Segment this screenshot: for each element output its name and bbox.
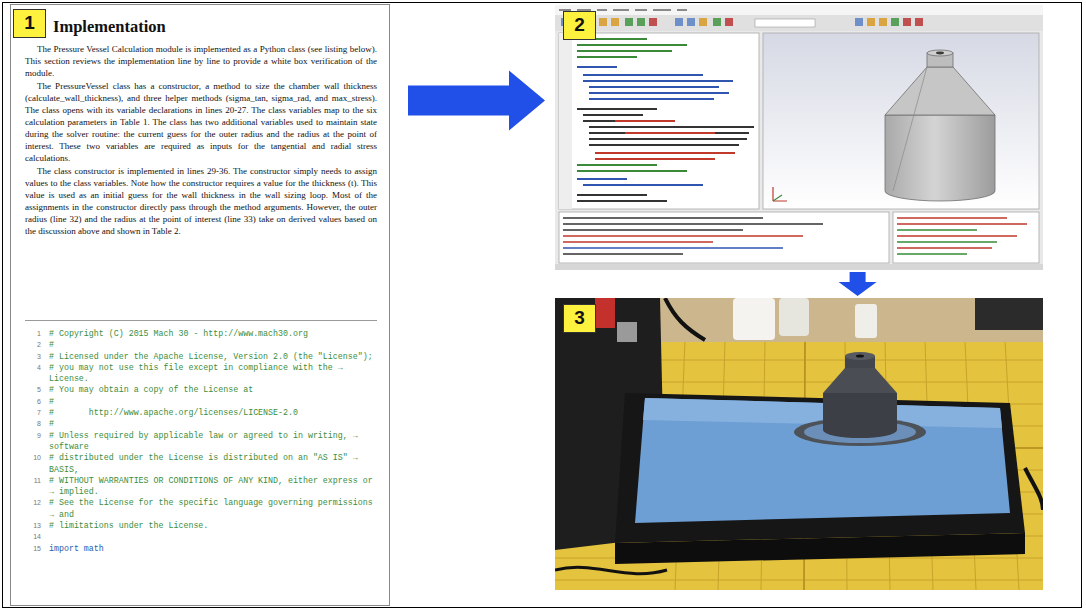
line-number: 12: [25, 497, 41, 508]
code-line: #: [49, 396, 377, 407]
line-number: 7: [25, 407, 41, 418]
code-row: 5 # You may obtain a copy of the License …: [25, 384, 377, 395]
code-row: 15 import math: [25, 543, 377, 554]
line-number: 13: [25, 520, 41, 531]
code-row: 12 # See the License for the specific lan…: [25, 497, 377, 520]
code-row: 8#: [25, 418, 377, 429]
body-paragraph: The Pressure Vessel Calculation module i…: [25, 43, 377, 79]
line-number: 6: [25, 396, 41, 407]
callout-number: 3: [563, 304, 596, 333]
flow-arrow: [408, 70, 545, 130]
code-line: # You may obtain a copy of the License a…: [49, 384, 377, 395]
code-line: # distributed under the License is distr…: [49, 452, 377, 475]
code-line: # you may not use this file except in co…: [49, 362, 377, 385]
code-line: #: [49, 339, 377, 350]
code-line: # See the License for the specific langu…: [49, 497, 377, 520]
line-number: 14: [25, 531, 41, 542]
code-line: # WITHOUT WARRANTIES OR CONDITIONS OF AN…: [49, 475, 377, 498]
body-paragraph: The PressureVessel class has a construct…: [25, 80, 377, 164]
flow-arrow: [839, 272, 877, 296]
code-row: 7 # http://www.apache.org/licenses/LICENS…: [25, 407, 377, 418]
code-row: 4 # you may not use this file except in c…: [25, 362, 377, 385]
code-line: # limitations under the License.: [49, 520, 377, 531]
line-number: 9: [25, 430, 41, 441]
line-number: 3: [25, 351, 41, 362]
code-row: 10 # distributed under the License is dis…: [25, 452, 377, 475]
code-line: #: [49, 418, 377, 429]
printed-part-photo: [555, 298, 1043, 590]
code-line: # http://www.apache.org/licenses/LICENSE…: [49, 407, 377, 418]
line-number: 10: [25, 452, 41, 463]
line-number: 8: [25, 418, 41, 429]
software-screenshot: [555, 5, 1043, 270]
callout-number: 2: [563, 11, 596, 40]
code-row: 14: [25, 531, 377, 542]
code-listing: 1 # Copyright (C) 2015 Mach 30 - http://w…: [25, 320, 377, 554]
page-text: ImplementationThe Pressure Vessel Calcul…: [25, 17, 377, 554]
line-number: 1: [25, 328, 41, 339]
code-line: # Licensed under the Apache License, Ver…: [49, 351, 377, 362]
code-row: 3 # Licensed under the Apache License, Ve…: [25, 351, 377, 362]
code-row: 2#: [25, 339, 377, 350]
line-number: 4: [25, 362, 41, 373]
section-heading: Implementation: [53, 17, 377, 37]
code-row: 11 # WITHOUT WARRANTIES OR CONDITIONS OF …: [25, 475, 377, 498]
code-line: # Copyright (C) 2015 Mach 30 - http://ww…: [49, 328, 377, 339]
code-row: 9 # Unless required by applicable law or …: [25, 430, 377, 453]
code-line: # Unless required by applicable law or a…: [49, 430, 377, 453]
code-row: 13 # limitations under the License.: [25, 520, 377, 531]
document-page: 1ImplementationThe Pressure Vessel Calcu…: [10, 4, 390, 606]
code-row: 1 # Copyright (C) 2015 Mach 30 - http://w…: [25, 328, 377, 339]
callout-number: 1: [13, 9, 46, 38]
code-row: 6#: [25, 396, 377, 407]
line-number: 5: [25, 384, 41, 395]
body-paragraph: The class constructor is implemented in …: [25, 165, 377, 237]
photo-panel: 3: [555, 298, 1043, 590]
code-line: import math: [49, 543, 377, 554]
line-number: 11: [25, 475, 41, 486]
screenshot-panel: 2: [555, 5, 1043, 270]
line-number: 15: [25, 543, 41, 554]
line-number: 2: [25, 339, 41, 350]
